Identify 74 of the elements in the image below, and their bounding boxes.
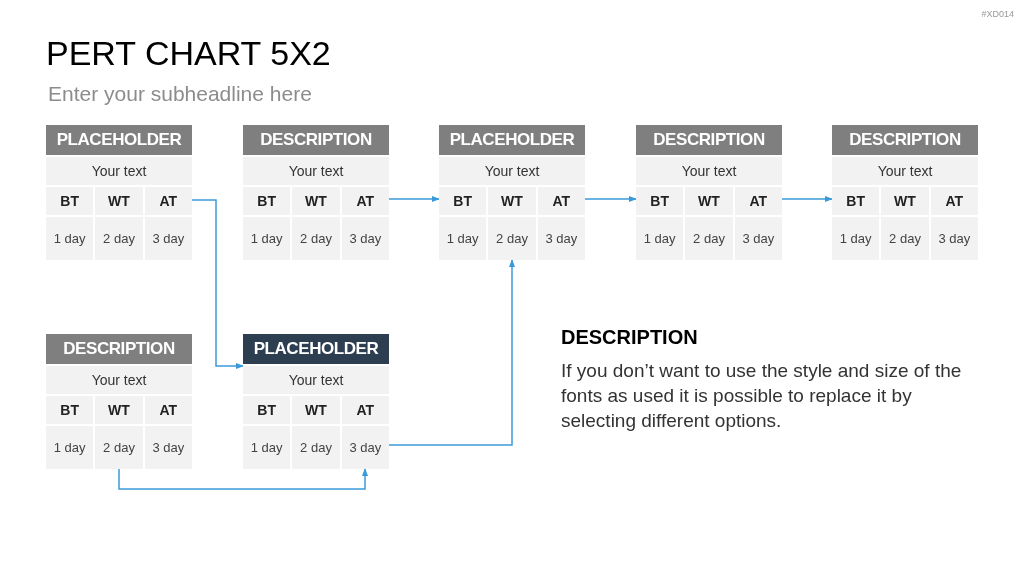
column-heading: AT xyxy=(144,396,192,424)
card-text: Your text xyxy=(46,366,192,394)
card-header: DESCRIPTION xyxy=(832,125,978,155)
duration-value: 3 day xyxy=(341,217,389,260)
duration-value: 3 day xyxy=(144,426,192,469)
column-heading: BT xyxy=(636,187,684,215)
card-header: PLACEHOLDER xyxy=(46,125,192,155)
card-header: DESCRIPTION xyxy=(46,334,192,364)
column-heading: BT xyxy=(439,187,487,215)
duration-value: 2 day xyxy=(881,217,929,260)
column-heading: BT xyxy=(243,187,291,215)
column-heading: BT xyxy=(243,396,291,424)
column-heading: WT xyxy=(292,187,340,215)
connector-arrow xyxy=(388,259,515,446)
column-heading: AT xyxy=(341,396,389,424)
task-card xyxy=(832,125,978,260)
connector-arrow xyxy=(584,196,637,202)
column-heading: WT xyxy=(292,396,340,424)
duration-value: 1 day xyxy=(243,217,291,260)
card-header: PLACEHOLDER xyxy=(243,334,389,364)
column-heading: AT xyxy=(734,187,782,215)
duration-value: 2 day xyxy=(95,426,143,469)
column-heading: WT xyxy=(95,396,143,424)
duration-value: 3 day xyxy=(734,217,782,260)
connector-arrow xyxy=(118,468,368,490)
card-text: Your text xyxy=(636,157,782,185)
column-heading: WT xyxy=(685,187,733,215)
column-heading: BT xyxy=(832,187,880,215)
connector-arrow xyxy=(781,196,833,202)
task-card xyxy=(46,334,192,469)
duration-value: 1 day xyxy=(832,217,880,260)
column-heading: WT xyxy=(881,187,929,215)
subheadline: Enter your subheadline here xyxy=(48,81,312,107)
duration-value: 3 day xyxy=(537,217,585,260)
task-card xyxy=(636,125,782,260)
duration-value: 1 day xyxy=(46,217,94,260)
task-card xyxy=(243,334,389,469)
card-text: Your text xyxy=(243,157,389,185)
task-card xyxy=(46,125,192,260)
duration-value: 2 day xyxy=(685,217,733,260)
card-header: PLACEHOLDER xyxy=(439,125,585,155)
task-card xyxy=(243,125,389,260)
task-card xyxy=(439,125,585,260)
column-heading: BT xyxy=(46,396,94,424)
duration-value: 1 day xyxy=(439,217,487,260)
duration-value: 1 day xyxy=(46,426,94,469)
duration-value: 2 day xyxy=(292,426,340,469)
column-heading: WT xyxy=(488,187,536,215)
title: PERT CHART 5X2 xyxy=(46,33,331,74)
card-text: Your text xyxy=(832,157,978,185)
connector-arrow xyxy=(388,196,440,202)
duration-value: 2 day xyxy=(488,217,536,260)
duration-value: 2 day xyxy=(95,217,143,260)
card-text: Your text xyxy=(439,157,585,185)
duration-value: 1 day xyxy=(243,426,291,469)
description-paragraph: If you don’t want to use the style and size of the fonts as used it is possible to replace it by selecting different options. xyxy=(561,359,963,433)
card-text: Your text xyxy=(46,157,192,185)
duration-value: 2 day xyxy=(292,217,340,260)
duration-value: 1 day xyxy=(636,217,684,260)
duration-value: 3 day xyxy=(341,426,389,469)
card-header: DESCRIPTION xyxy=(636,125,782,155)
column-heading: WT xyxy=(95,187,143,215)
description-heading: DESCRIPTION xyxy=(561,325,698,350)
column-heading: AT xyxy=(341,187,389,215)
column-heading: AT xyxy=(537,187,585,215)
column-heading: AT xyxy=(930,187,978,215)
duration-value: 3 day xyxy=(930,217,978,260)
card-text: Your text xyxy=(243,366,389,394)
slide-code: #XD014 xyxy=(981,8,1014,21)
card-header: DESCRIPTION xyxy=(243,125,389,155)
duration-value: 3 day xyxy=(144,217,192,260)
column-heading: AT xyxy=(144,187,192,215)
connector-arrow xyxy=(191,199,244,369)
column-heading: BT xyxy=(46,187,94,215)
